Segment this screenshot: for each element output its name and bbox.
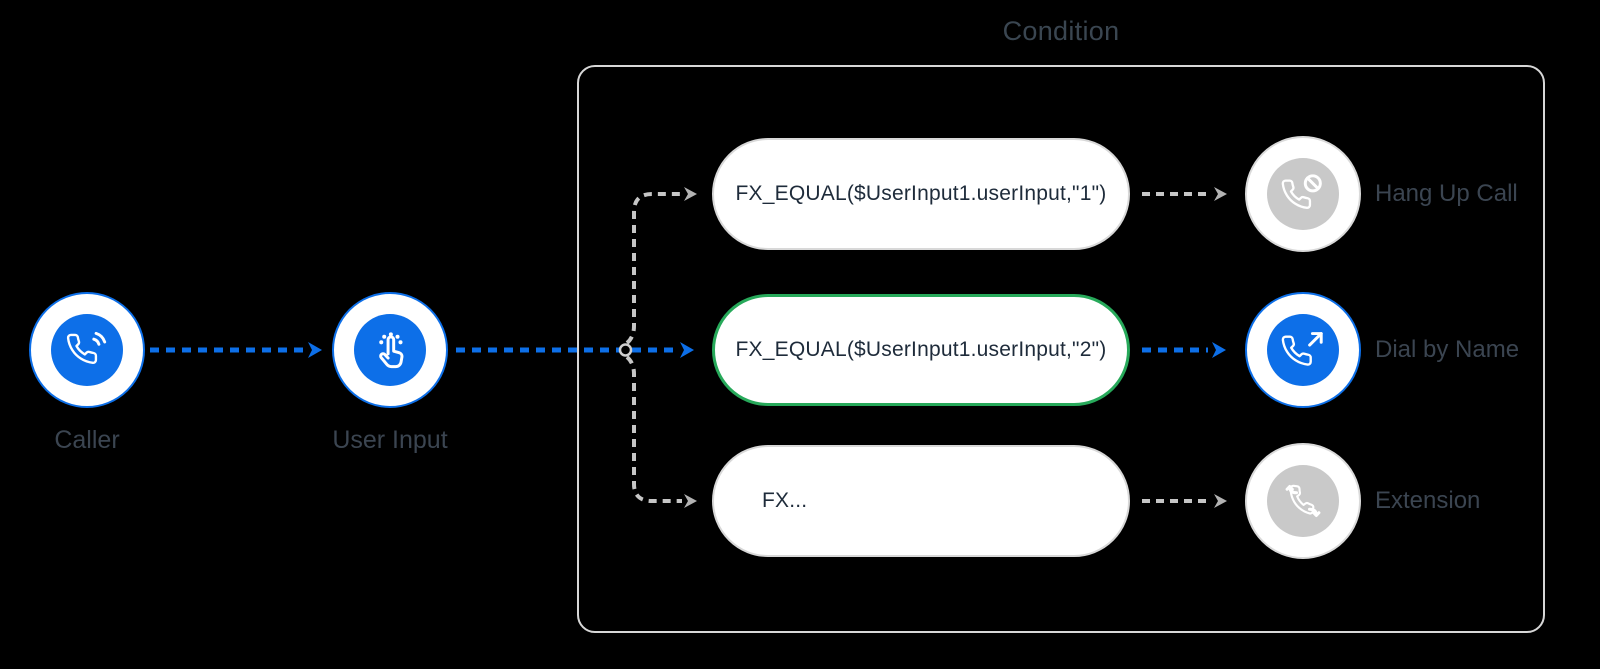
caller-node[interactable] [29,292,145,408]
caller-label: Caller [54,426,120,454]
branch-junction-dot [618,343,633,357]
condition-group-box [577,65,1545,633]
condition-group-title: Condition [1002,16,1120,46]
phone-outgoing-icon [1267,314,1339,386]
phone-call-icon [51,314,123,386]
condition-expression-1[interactable]: FX_EQUAL($UserInput1.userInput,"1") [712,138,1130,250]
extension-node[interactable] [1245,443,1361,559]
phone-hang-up-icon [1267,158,1339,230]
condition-expression-2-matched[interactable]: FX_EQUAL($UserInput1.userInput,"2") [712,294,1130,406]
phone-transfer-icon [1267,465,1339,537]
extension-label: Extension [1375,487,1481,514]
user-input-node[interactable] [332,292,448,408]
hang-up-call-label: Hang Up Call [1375,180,1518,207]
user-input-label: User Input [332,426,448,454]
dial-by-name-label: Dial by Name [1375,336,1520,363]
dialpad-touch-icon [354,314,426,386]
hang-up-call-node[interactable] [1245,136,1361,252]
dial-by-name-node[interactable] [1245,292,1361,408]
condition-expression-3[interactable]: FX... [712,445,1130,557]
